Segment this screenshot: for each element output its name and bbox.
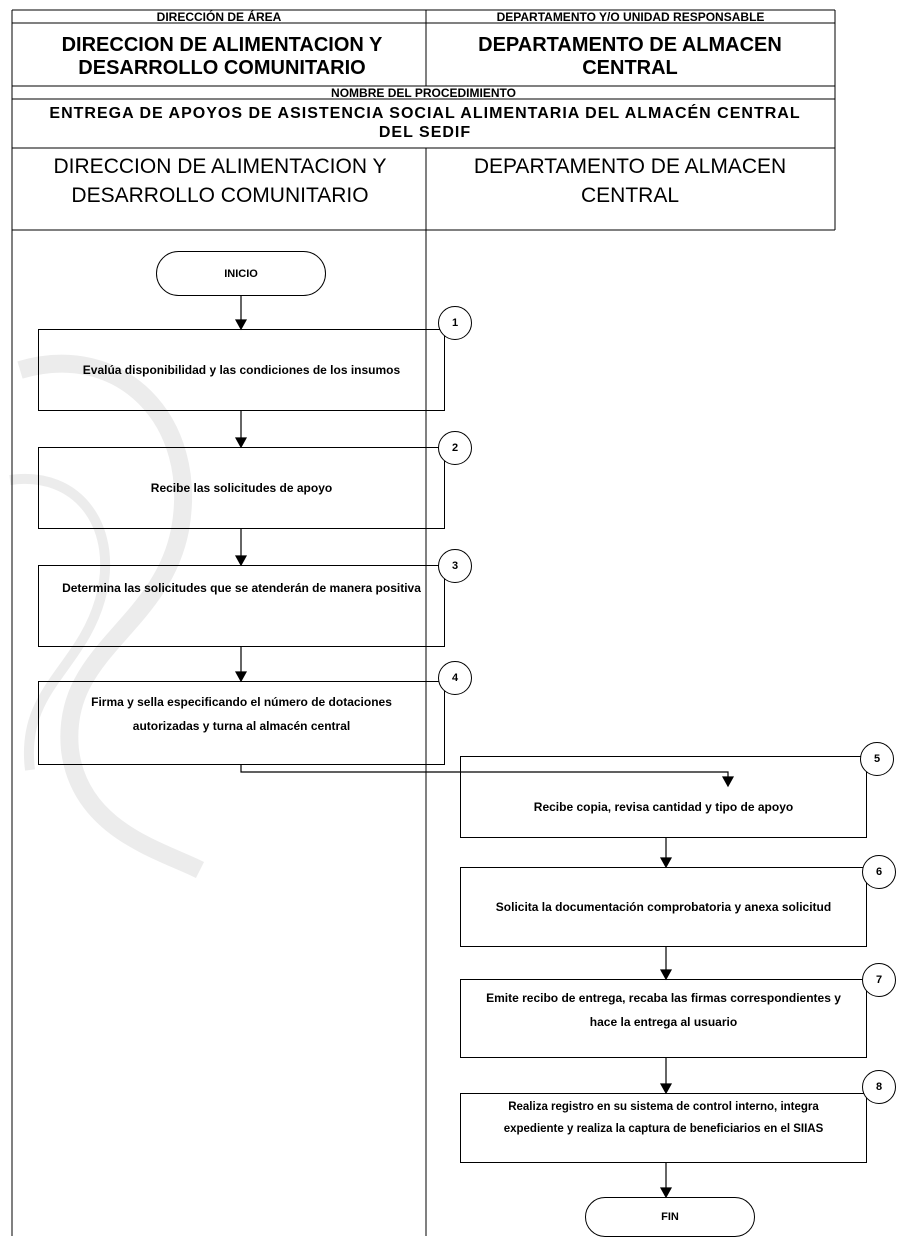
step-number-3: 3	[438, 549, 472, 583]
process-step-3: Determina las solicitudes que se atender…	[38, 565, 445, 647]
start-terminal: INICIO	[156, 251, 326, 296]
area-label: DIRECCIÓN DE ÁREA	[156, 10, 282, 24]
process-step-4: Firma y sella especificando el número de…	[38, 681, 445, 765]
area-value: DIRECCION DE ALIMENTACION Y DESARROLLO C…	[61, 34, 383, 79]
step-number-2: 2	[438, 431, 472, 465]
step-number-8: 8	[862, 1070, 896, 1104]
lane-title-direccion: DIRECCION DE ALIMENTACION Y DESARROLLO C…	[53, 155, 387, 207]
end-terminal: FIN	[585, 1197, 755, 1237]
step-number-6: 6	[862, 855, 896, 889]
process-step-8: Realiza registro en su sistema de contro…	[460, 1093, 867, 1163]
watermark-emblem	[9, 354, 205, 879]
process-step-7: Emite recibo de entrega, recaba las firm…	[460, 979, 867, 1058]
department-label: DEPARTAMENTO Y/O UNIDAD RESPONSABLE	[496, 10, 765, 24]
department-value: DEPARTAMENTO DE ALMACEN CENTRAL	[478, 34, 782, 79]
step-number-7: 7	[862, 963, 896, 997]
lane-title-almacen: DEPARTAMENTO DE ALMACEN CENTRAL	[473, 155, 787, 207]
procedure-label: NOMBRE DEL PROCEDIMIENTO	[331, 86, 516, 100]
step-number-1: 1	[438, 306, 472, 340]
procedure-name: ENTREGA DE APOYOS DE ASISTENCIA SOCIAL A…	[49, 105, 801, 141]
step-number-4: 4	[438, 661, 472, 695]
process-step-6: Solicita la documentación comprobatoria …	[460, 867, 867, 947]
step-number-5: 5	[860, 742, 894, 776]
process-step-1: Evalúa disponibilidad y las condiciones …	[38, 329, 445, 411]
process-step-5: Recibe copia, revisa cantidad y tipo de …	[460, 756, 867, 838]
process-step-2: Recibe las solicitudes de apoyo	[38, 447, 445, 529]
